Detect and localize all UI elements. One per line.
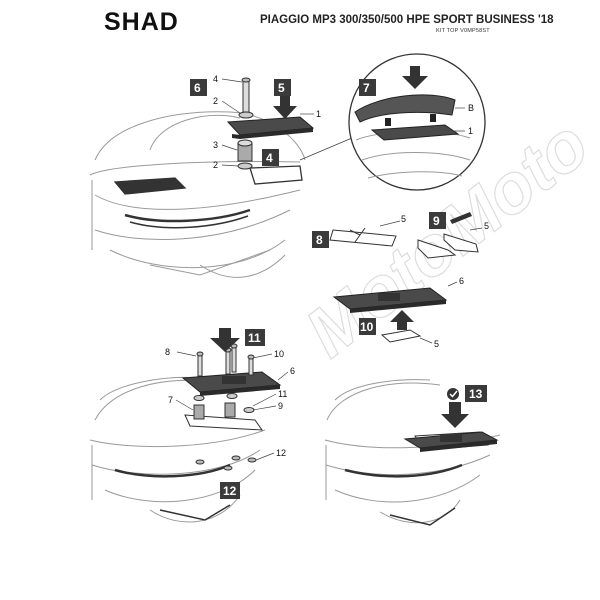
page-title: PIAGGIO MP3 300/350/500 HPE SPORT BUSINE… [260,14,554,26]
step-9-group: 9 5 [417,212,489,259]
part-label: 9 [278,401,283,411]
leader-lines-top-left [221,78,314,167]
part-label: 1 [468,126,473,136]
part-label: 6 [290,366,295,376]
bottom-plate-6 [181,371,282,396]
part-labels-top-left: 4 2 3 2 1 [213,74,321,170]
mounted-plate [403,431,499,452]
step-8-group: 8 5 [312,214,406,248]
part-labels-bottom-left: 8 10 6 7 11 9 12 [165,347,295,458]
part-label: 11 [278,389,287,399]
svg-text:5: 5 [278,81,285,95]
part-label: 5 [484,221,489,231]
step-badge-5: 5 [274,79,291,96]
washer-2-bottom [237,162,253,170]
washer-2-top [238,111,254,119]
part-label: 8 [165,347,170,357]
spacer-3 [237,139,253,162]
bracket-plate-1 [226,116,315,139]
part-label: 3 [213,140,218,150]
step-badge-12: 12 [220,482,240,499]
kit-code: KIT TOP V0MP58ST [436,28,490,34]
svg-text:12: 12 [223,484,237,498]
part-label: 5 [434,339,439,349]
part-label: 4 [213,74,218,84]
bolt-4 [241,77,251,113]
scooter-top-left [89,111,306,278]
svg-text:8: 8 [316,233,323,247]
step-badge-11: 11 [245,329,265,346]
part-label: 12 [276,448,286,458]
svg-text:11: 11 [248,331,261,345]
part-label: B [468,103,474,113]
down-arrow-11 [210,328,240,352]
step-badge-13: 13 [465,385,487,402]
zoom-connector [299,137,353,161]
svg-text:6: 6 [194,81,201,95]
zoom-detail: 7 B 1 [348,53,486,191]
check-icon [447,388,459,400]
bottom-nuts [195,455,257,471]
part-label: 2 [213,160,218,170]
scooter-bottom-right [324,379,501,524]
part-label: 6 [459,276,464,286]
step-badge-4: 4 [262,149,279,166]
down-arrow-5 [273,96,297,119]
down-arrow-13 [441,402,469,428]
part-label: 7 [168,395,173,405]
part-label: 2 [213,96,218,106]
bottom-spacers [193,393,255,420]
part-label: 1 [316,109,321,119]
svg-text:13: 13 [469,387,483,401]
svg-text:10: 10 [360,320,374,334]
part-label: 5 [401,214,406,224]
svg-text:4: 4 [266,151,273,165]
part-label: 10 [274,349,284,359]
step-badge-6: 6 [190,79,207,96]
svg-text:7: 7 [363,81,370,95]
brand-logo: SHAD [104,8,179,36]
scooter-bottom-left-dark [114,414,263,521]
scooter-bottom-left [89,376,266,523]
scooter-top-left-dark [113,165,303,229]
svg-text:9: 9 [433,214,440,228]
leader-lines-bottom-left [175,351,289,461]
step-10-group: 6 10 5 [332,276,464,349]
